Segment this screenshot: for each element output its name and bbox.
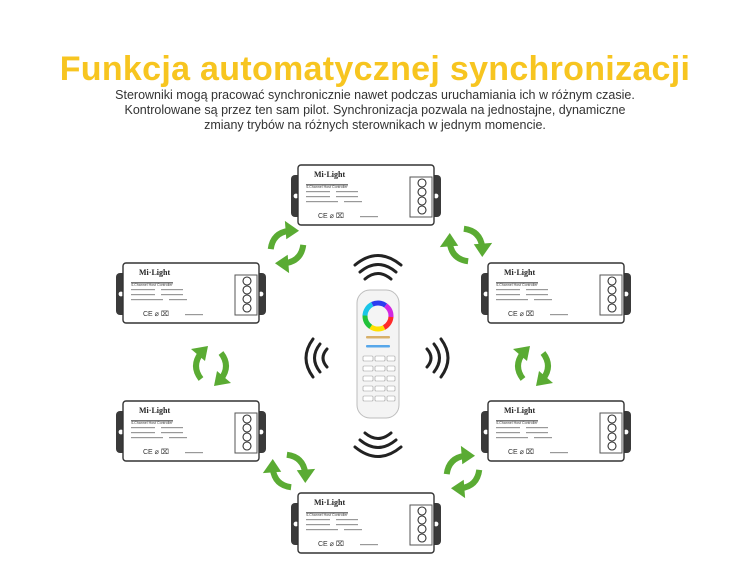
- sync-arrow-top-right-icon: [438, 217, 495, 274]
- certification-marks: CE ⌀ ⌧: [143, 310, 169, 318]
- controller-model: 4-Channel Host Controller: [496, 421, 538, 425]
- controller-brand: Mi·Light: [139, 406, 170, 415]
- sync-arrow-left-icon: [191, 346, 231, 386]
- sync-arrow-bottom-left-icon: [261, 443, 318, 500]
- controller-brand: Mi·Light: [314, 170, 345, 179]
- controller-upper-left: Mi·Light 4-Channel Host Controller CE ⌀ …: [115, 262, 267, 324]
- controller-model: 4-Channel Host Controller: [496, 283, 538, 287]
- description-line: zmiany trybów na różnych sterownikach w …: [204, 118, 546, 132]
- certification-marks: CE ⌀ ⌧: [143, 448, 169, 456]
- controller-model: 4-Channel Host Controller: [131, 421, 173, 425]
- controller-lower-left: Mi·Light 4-Channel Host Controller CE ⌀ …: [115, 400, 267, 462]
- certification-marks: CE ⌀ ⌧: [318, 212, 344, 220]
- certification-marks: CE ⌀ ⌧: [318, 540, 344, 548]
- wireless-signal-icon: [304, 254, 450, 458]
- certification-marks: CE ⌀ ⌧: [508, 310, 534, 318]
- controller-brand: Mi·Light: [504, 406, 535, 415]
- controller-model: 4-Channel Host Controller: [131, 283, 173, 287]
- controller-upper-right: Mi·Light 4-Channel Host Controller CE ⌀ …: [480, 262, 632, 324]
- sync-arrow-right-icon: [513, 346, 553, 386]
- controller-model: 4-Channel Host Controller: [306, 185, 348, 189]
- description-line: Sterowniki mogą pracować synchronicznie …: [115, 88, 635, 102]
- controller-lower-right: Mi·Light 4-Channel Host Controller CE ⌀ …: [480, 400, 632, 462]
- page-title: Funkcja automatycznej synchronizacji: [59, 50, 691, 88]
- rgb-remote-control-icon: [356, 289, 400, 419]
- description-line: Kontrolowane są przez ten sam pilot. Syn…: [124, 103, 626, 117]
- description: Sterowniki mogą pracować synchronicznie …: [60, 88, 690, 133]
- controller-brand: Mi·Light: [504, 268, 535, 277]
- controller-top: Mi·Light 4-Channel Host Controller CE ⌀ …: [290, 164, 442, 226]
- certification-marks: CE ⌀ ⌧: [508, 448, 534, 456]
- controller-brand: Mi·Light: [314, 498, 345, 507]
- controller-model: 4-Channel Host Controller: [306, 513, 348, 517]
- controller-bottom: Mi·Light 4-Channel Host Controller CE ⌀ …: [290, 492, 442, 554]
- controller-brand: Mi·Light: [139, 268, 170, 277]
- sync-arrow-top-left-icon: [259, 219, 316, 276]
